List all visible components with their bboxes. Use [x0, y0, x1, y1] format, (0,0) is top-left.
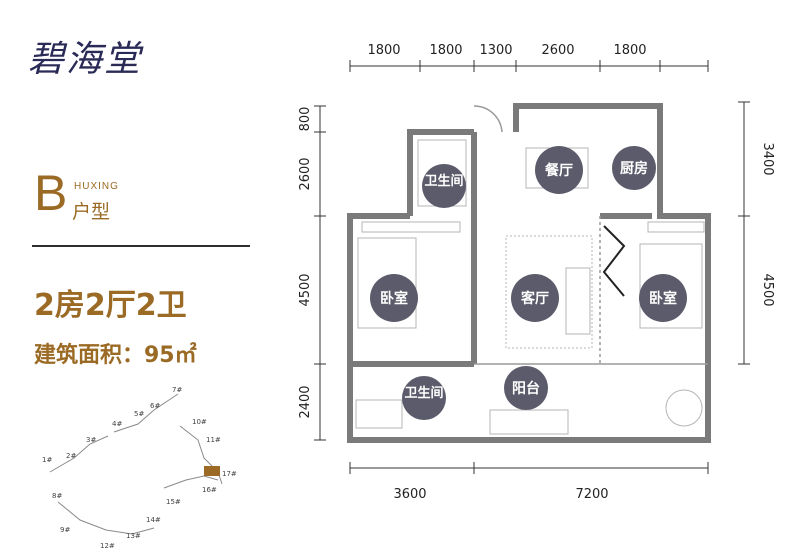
- room-label-kitchen: 厨房: [620, 160, 648, 177]
- building-label: 8#: [52, 492, 62, 500]
- wall: [407, 129, 474, 216]
- wardrobe-right: [647, 221, 705, 233]
- room-label-living: 客厅: [520, 290, 549, 307]
- room-badge: [504, 366, 548, 410]
- unit-type-pinyin: HUXING: [74, 181, 119, 192]
- brand-logo: 碧海堂: [28, 39, 143, 80]
- bed-left: [357, 237, 417, 329]
- building-label: 7#: [172, 386, 182, 394]
- site-building-shape: [57, 501, 155, 535]
- building-label: 10#: [192, 418, 207, 426]
- entrance-door-swing: [473, 105, 503, 133]
- site-key-plan: 1# 2# 3# 4# 5# 6# 7# 8# 9# 10# 11# 12# 1…: [42, 386, 237, 550]
- room-label-dining: 餐厅: [544, 162, 573, 179]
- building-label: 16#: [202, 486, 217, 494]
- dimension-right: 3400: [760, 142, 775, 175]
- site-building-shape: [113, 393, 179, 433]
- building-label: 2#: [66, 452, 76, 460]
- dimension-bottom: 7200: [575, 487, 608, 502]
- building-label: 9#: [60, 526, 70, 534]
- bedroom-door: [602, 225, 626, 297]
- room-label-bath-bottom: 卫生间: [404, 385, 443, 401]
- dimension-top: 1800: [429, 43, 462, 58]
- room-label-balcony: 阳台: [512, 380, 540, 397]
- building-label: 14#: [146, 516, 161, 524]
- dimension-top: 1300: [479, 43, 512, 58]
- balcony-bench: [489, 409, 569, 435]
- dimension-left: 800: [298, 107, 313, 132]
- room-label-bath-top: 卫生间: [424, 173, 463, 189]
- bathroom-vanity: [355, 399, 403, 429]
- dimension-right: 4500: [760, 273, 775, 306]
- dimension-top: 2600: [541, 43, 574, 58]
- building-label: 13#: [126, 532, 141, 540]
- dimension-bottom: 3600: [393, 487, 426, 502]
- room-badge: [535, 146, 583, 194]
- site-building-shape: [163, 475, 219, 489]
- unit-type-label: 户型: [72, 201, 111, 223]
- dimension-left: 2600: [298, 157, 313, 190]
- bed-right: [639, 243, 703, 329]
- room-badge: [422, 164, 466, 208]
- building-label: 1#: [42, 456, 52, 464]
- unit-type-letter: B: [34, 165, 68, 221]
- dimension-left: 4500: [298, 273, 313, 306]
- dimension-top: 1800: [613, 43, 646, 58]
- building-label: 11#: [206, 436, 221, 444]
- wall: [347, 213, 474, 443]
- section-divider: [32, 245, 250, 247]
- room-badge: [639, 274, 687, 322]
- wardrobe-left: [361, 221, 461, 233]
- site-building-shape: [49, 435, 109, 473]
- building-label: 6#: [150, 402, 160, 410]
- dimension-top: 1800: [367, 43, 400, 58]
- room-label-bedroom-right: 卧室: [649, 290, 677, 307]
- building-label: 12#: [100, 542, 115, 550]
- floor-area: 建筑面积：95㎡: [34, 343, 197, 368]
- building-label: 4#: [112, 420, 122, 428]
- building-label: 15#: [166, 498, 181, 506]
- building-label: 5#: [134, 410, 144, 418]
- sofa: [565, 267, 591, 335]
- building-label: 3#: [86, 436, 96, 444]
- living-rug: [505, 235, 593, 349]
- balcony-plant: [665, 389, 703, 427]
- site-highlight-building: [204, 466, 220, 476]
- room-label-bedroom-left: 卧室: [380, 290, 408, 307]
- room-badge: [370, 274, 418, 322]
- room-configuration: 2房2厅2卫: [34, 288, 187, 323]
- dimension-left: 2400: [298, 385, 313, 418]
- room-badge: [612, 146, 656, 190]
- room-badge: [402, 376, 446, 420]
- wall: [474, 103, 711, 443]
- room-badge: [511, 274, 559, 322]
- building-label: 17#: [222, 470, 237, 478]
